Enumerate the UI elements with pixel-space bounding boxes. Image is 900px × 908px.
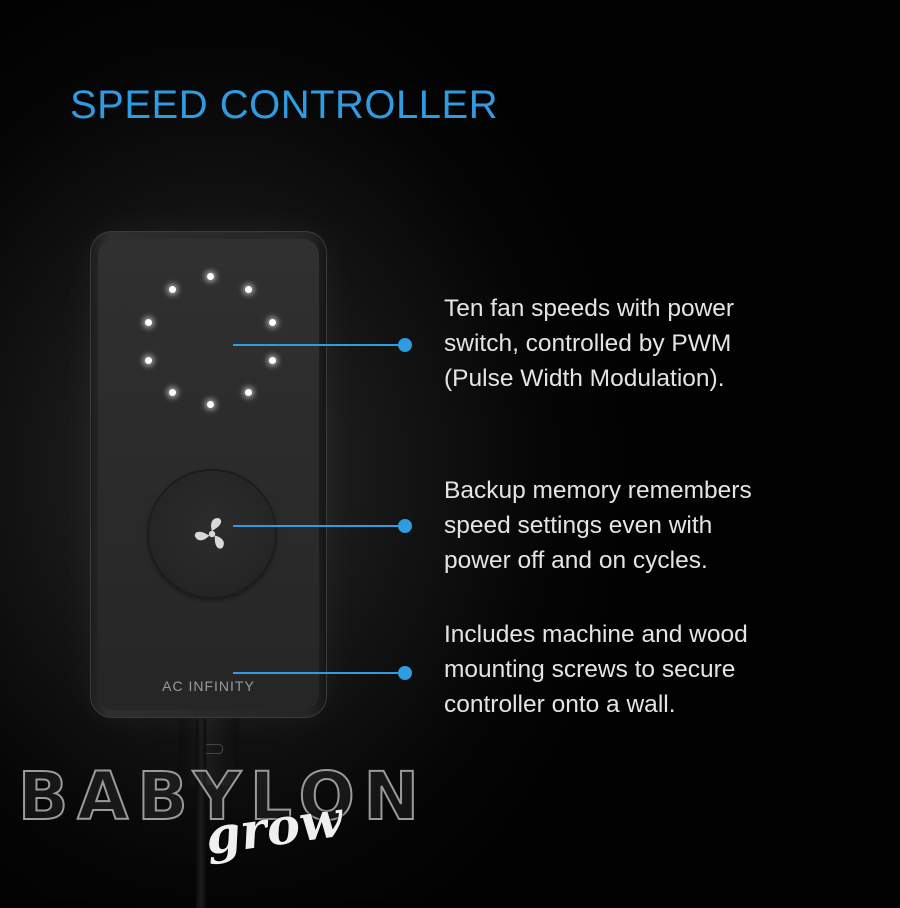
feature-speeds: Ten fan speeds with power switch, contro… — [444, 291, 884, 396]
feature-line: speed settings even with — [444, 512, 713, 539]
usb-plug — [179, 715, 239, 785]
feature-line: mounting screws to secure — [444, 656, 736, 683]
feature-line: Ten fan speeds with power — [444, 295, 735, 322]
feature-line: (Pulse Width Modulation). — [444, 365, 725, 392]
feature-line: Backup memory remembers — [444, 477, 752, 504]
watermark-babylon: BABYLON — [17, 757, 428, 836]
feature-line: power off and on cycles. — [444, 547, 708, 574]
speed-button[interactable] — [149, 471, 275, 597]
speed-led — [145, 319, 152, 326]
device-brand-label: AC INFINITY — [162, 678, 255, 694]
power-cable — [196, 718, 206, 908]
callout-dot — [398, 519, 412, 533]
callout-dot — [398, 338, 412, 352]
speed-led — [245, 389, 252, 396]
speed-led — [245, 286, 252, 293]
speed-led — [269, 319, 276, 326]
feature-memory: Backup memory remembers speed settings e… — [444, 473, 884, 578]
feature-line: controller onto a wall. — [444, 691, 676, 718]
speed-led — [169, 389, 176, 396]
fan-icon — [194, 518, 224, 549]
speed-led — [207, 401, 214, 408]
callout-dot — [398, 666, 412, 680]
feature-line: switch, controlled by PWM — [444, 330, 732, 357]
callout-line — [233, 525, 403, 527]
speed-led — [169, 286, 176, 293]
feature-line: Includes machine and wood — [444, 621, 748, 648]
speed-led — [207, 273, 214, 280]
callout-line — [233, 344, 403, 346]
feature-mounting: Includes machine and wood mounting screw… — [444, 617, 884, 722]
page-title: SPEED CONTROLLER — [70, 83, 499, 127]
speed-led — [269, 357, 276, 364]
speed-led — [145, 357, 152, 364]
callout-line — [233, 672, 403, 674]
